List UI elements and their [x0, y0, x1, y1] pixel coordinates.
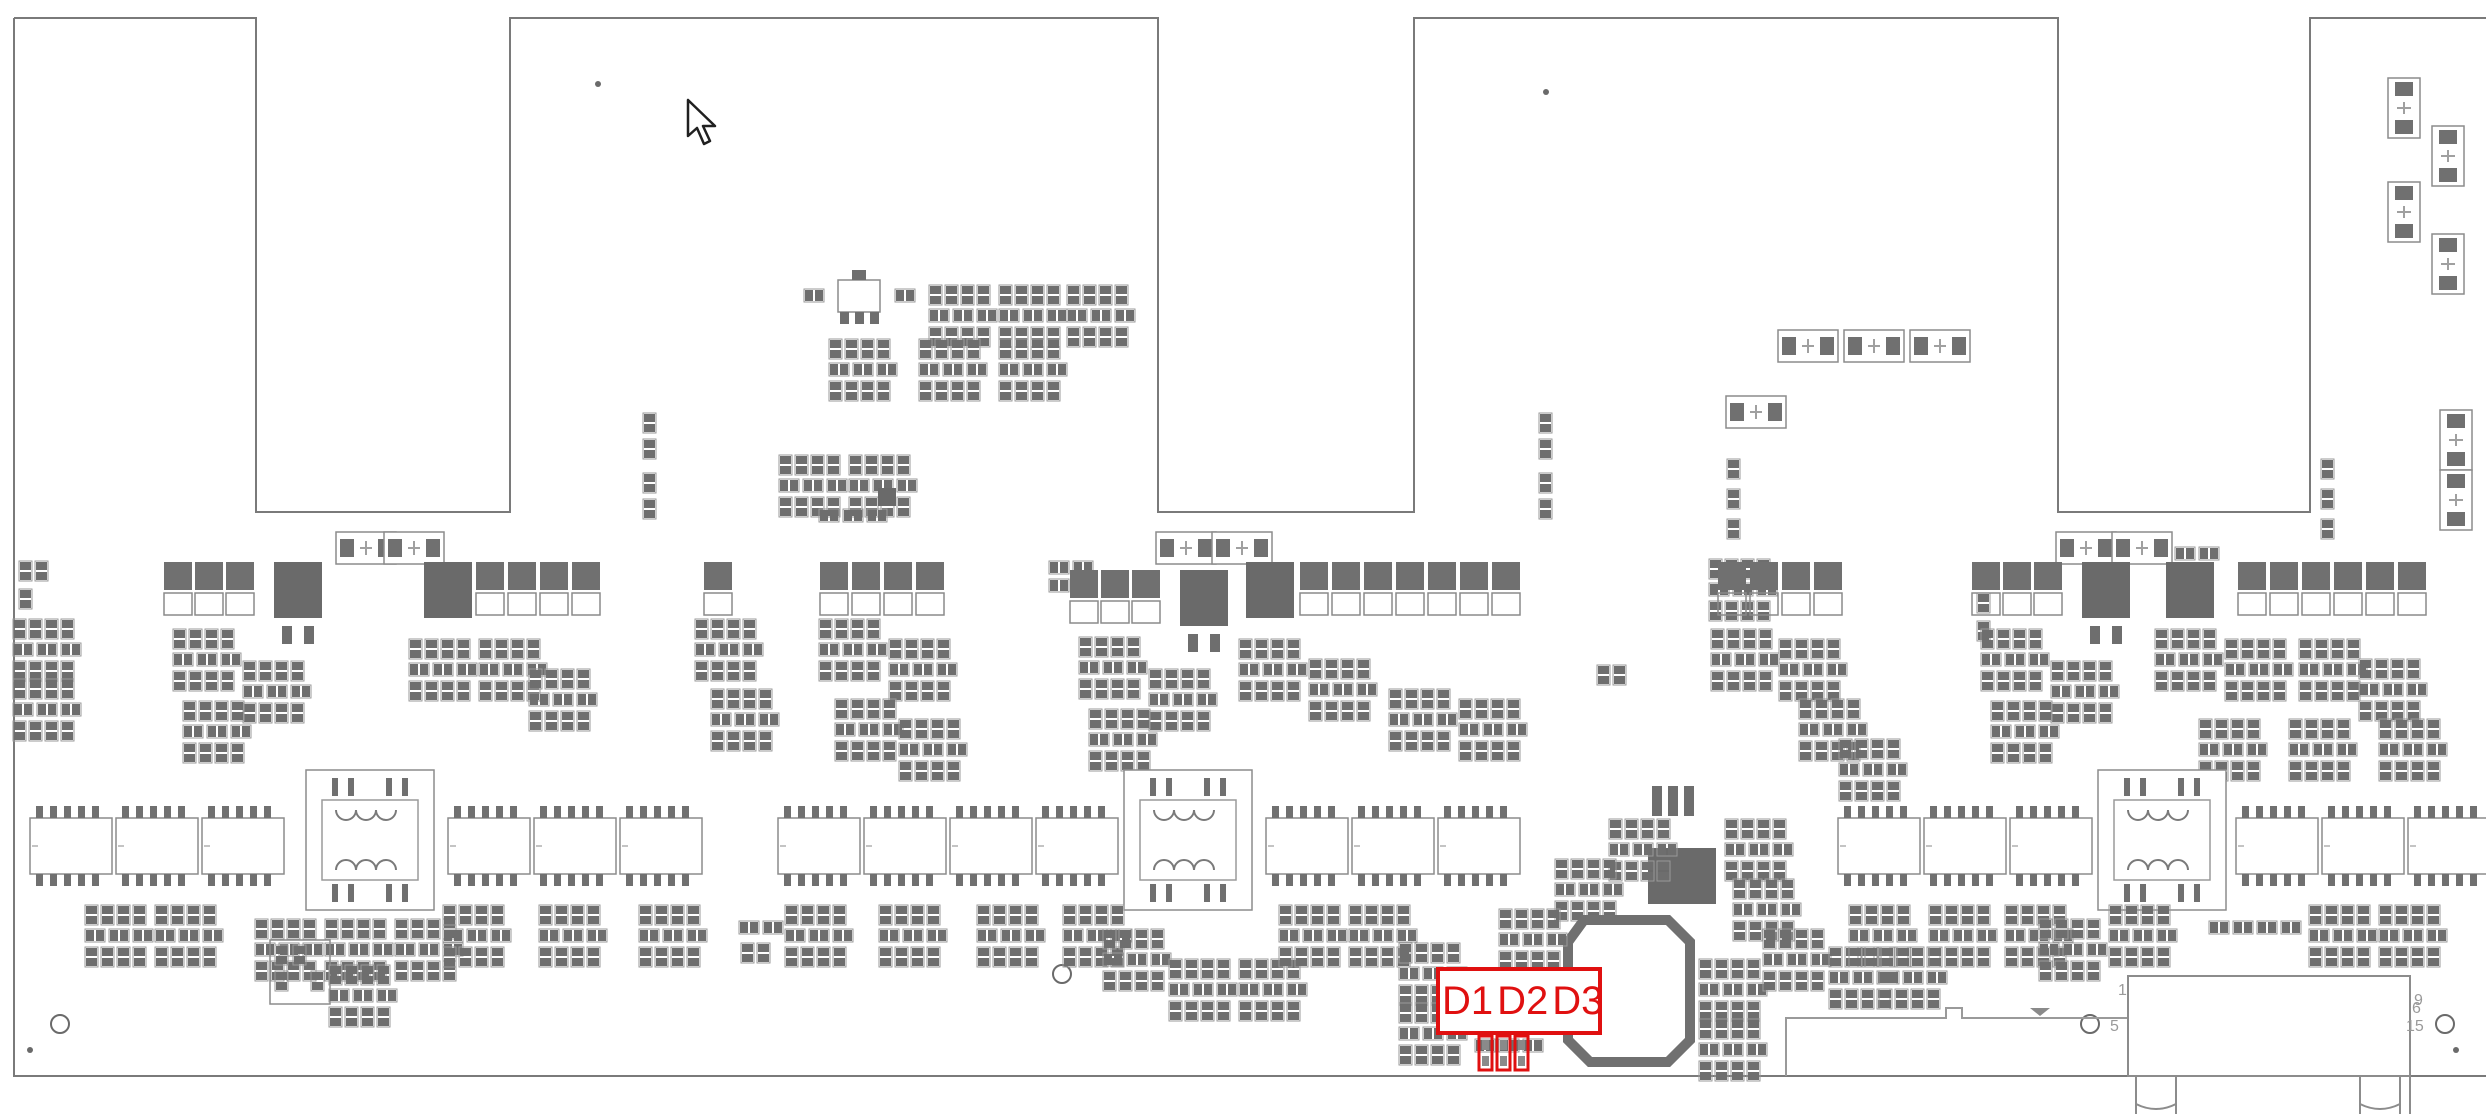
label-d1: D1: [1442, 979, 1494, 1023]
board-outline: [13, 17, 2486, 1077]
transformer-1: [305, 769, 435, 911]
channel-block-1: [13, 531, 779, 763]
bottom-parts-1: [85, 905, 707, 1027]
connector-pin-6: 6: [2412, 1000, 2421, 1017]
mounting-hole: [1052, 964, 1072, 984]
logic-block-top: [779, 270, 1135, 523]
channel-block-3: [1709, 531, 2447, 801]
mouse-pointer-icon: [686, 98, 717, 146]
transformer-3: [2097, 769, 2227, 911]
mounting-hole: [2080, 1014, 2100, 1034]
bottom-parts-3: [1849, 905, 2447, 981]
connector-pin-15: 15: [2406, 1018, 2424, 1035]
fiducial: [27, 1047, 33, 1053]
fiducial: [595, 81, 601, 87]
mounting-hole: [2435, 1014, 2455, 1034]
highlighted-diodes: [1477, 1034, 1530, 1072]
diode-group-top-right: [1725, 77, 2473, 531]
small-parts-column: [642, 412, 2335, 540]
bottom-parts-2: [738, 905, 1417, 1021]
fiducial: [2453, 1047, 2459, 1053]
connector-pin-5: 5: [2110, 1018, 2119, 1035]
label-d2: D2: [1497, 979, 1549, 1023]
connector-footprint: [1785, 975, 2411, 1114]
mounting-hole: [50, 1014, 70, 1034]
fiducial: [1543, 89, 1549, 95]
label-d3: D3: [1552, 979, 1604, 1023]
connector-pin-9: 9: [2414, 992, 2423, 1009]
transformer-2: [1123, 769, 1253, 911]
channel-block-2: [819, 531, 1627, 781]
connector-pin-1: 1: [2118, 982, 2127, 999]
